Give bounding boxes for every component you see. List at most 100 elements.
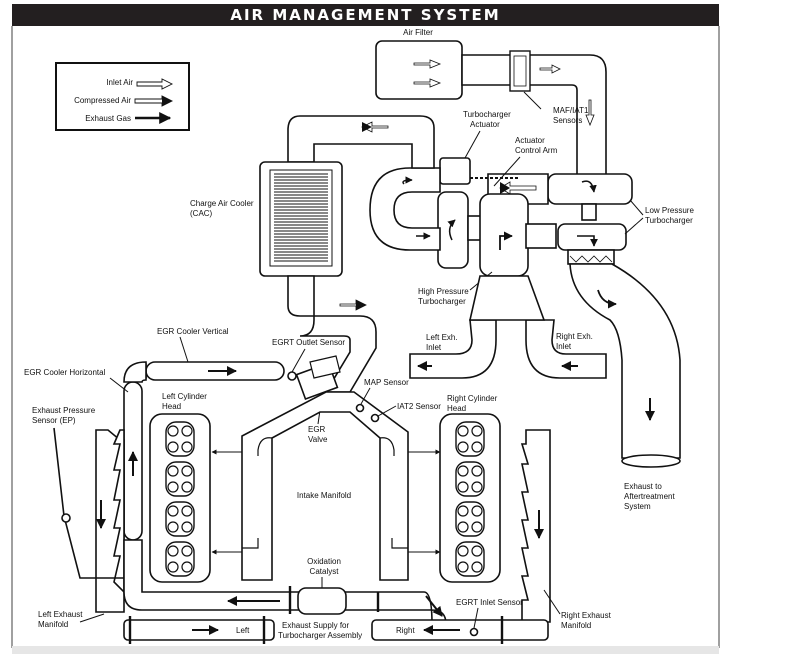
- right-cylinders: [455, 421, 485, 577]
- valve: [457, 441, 469, 453]
- left-head-label-2: Head: [162, 402, 181, 411]
- valve: [167, 561, 179, 573]
- right-head-label-2: Head: [447, 404, 466, 413]
- valve: [167, 465, 179, 477]
- turbo-actuator-label-2: Actuator: [470, 120, 500, 129]
- valve: [167, 521, 179, 533]
- right-cylinder-head: [439, 413, 501, 583]
- cac-fins: [274, 173, 328, 262]
- valve: [471, 505, 483, 517]
- oxcat-label-1: Oxidation: [307, 557, 341, 566]
- egr-valve-label-1: EGR: [308, 425, 326, 434]
- valve: [167, 481, 179, 493]
- compressed-to-cac-pipe: [287, 115, 435, 169]
- right-label: Right: [396, 626, 415, 635]
- iat2-sensor: [370, 413, 380, 423]
- exhaust-after-label-3: System: [624, 502, 651, 511]
- legend-box: Inlet Air Compressed Air Exhaust Gas: [55, 62, 190, 131]
- left-cylinder-head: [149, 413, 211, 583]
- hpt-label-1: High Pressure: [418, 287, 469, 296]
- valve: [471, 545, 483, 557]
- lpt-label-2: Turbocharger: [645, 216, 693, 225]
- left-exh-inlet-label-1: Left Exh.: [426, 333, 458, 342]
- oxcat-label-2: Catalyst: [310, 567, 340, 576]
- egr-feed-pipe: [123, 539, 447, 625]
- valve: [457, 505, 469, 517]
- hpt-label-2: Turbocharger: [418, 297, 466, 306]
- valve: [471, 441, 483, 453]
- left-head-label-1: Left Cylinder: [162, 392, 207, 401]
- exhaust-aftertreatment-pipe: [569, 263, 681, 459]
- bottom-strip: [12, 646, 719, 654]
- cac-label-1: Charge Air Cooler: [190, 199, 254, 208]
- intake-manifold: [241, 391, 409, 581]
- map-sensor-label: MAP Sensor: [364, 378, 409, 387]
- valve: [457, 425, 469, 437]
- right-head-label-1: Right Cylinder: [447, 394, 498, 403]
- pipe-clamps: [128, 586, 504, 644]
- iat2-sensor-label: IAT2 Sensor: [397, 402, 441, 411]
- high-pressure-turbocharger: [437, 191, 557, 277]
- right-exh-inlet-label-2: Inlet: [556, 342, 572, 351]
- valve: [181, 545, 193, 557]
- legend-inlet-air-arrow: [136, 78, 174, 90]
- ep-sensor: [61, 513, 71, 523]
- air-filter: [375, 40, 463, 100]
- map-sensor: [355, 403, 365, 413]
- right-exh-manifold-label-1: Right Exhaust: [561, 611, 612, 620]
- right-exh-manifold-label-2: Manifold: [561, 621, 591, 630]
- supply-label-1: Exhaust Supply for: [282, 621, 349, 630]
- intake-manifold-label: Intake Manifold: [297, 491, 351, 500]
- ep-label-2: Sensor (EP): [32, 416, 76, 425]
- valve: [181, 481, 193, 493]
- oxidation-catalyst: [297, 587, 347, 615]
- egrt-outlet-label: EGRT Outlet Sensor: [272, 338, 345, 347]
- valve: [167, 505, 179, 517]
- ep-sensor-tube: [53, 427, 132, 579]
- left-exh-manifold-label-1: Left Exhaust: [38, 610, 83, 619]
- legend-exhaust-gas-label: Exhaust Gas: [85, 114, 131, 123]
- egrt-inlet-label: EGRT Inlet Sensor: [456, 598, 523, 607]
- maf-label-1: MAF/IAT1: [553, 106, 589, 115]
- legend-inlet-air-label: Inlet Air: [106, 78, 133, 87]
- turbocharger-actuator: [439, 157, 471, 185]
- maf-iat1-sensor: [509, 50, 531, 92]
- valve: [471, 425, 483, 437]
- exhaust-after-label-2: Aftertreatment: [624, 492, 675, 501]
- valve: [181, 521, 193, 533]
- valve: [457, 481, 469, 493]
- valve: [457, 545, 469, 557]
- valve: [181, 561, 193, 573]
- turbo-actuator-label-1: Turbocharger: [463, 110, 511, 119]
- diagram-title: AIR MANAGEMENT SYSTEM: [12, 4, 719, 26]
- valve: [167, 425, 179, 437]
- supply-label-2: Turbocharger Assembly: [278, 631, 362, 640]
- left-exh-manifold-label-2: Manifold: [38, 620, 68, 629]
- arm-label-2: Control Arm: [515, 146, 558, 155]
- low-pressure-turbocharger: [547, 173, 633, 265]
- egrt-inlet-sensor: [469, 627, 479, 637]
- cac-label-2: (CAC): [190, 209, 213, 218]
- valve: [457, 561, 469, 573]
- air-filter-label: Air Filter: [403, 28, 433, 37]
- valve: [471, 465, 483, 477]
- valve: [181, 465, 193, 477]
- left-exh-inlet-label-2: Inlet: [426, 343, 442, 352]
- egr-vertical-label: EGR Cooler Vertical: [157, 327, 229, 336]
- valve: [471, 561, 483, 573]
- egr-horizontal-label: EGR Cooler Horizontal: [24, 368, 106, 377]
- ep-label-1: Exhaust Pressure: [32, 406, 96, 415]
- left-label: Left: [236, 626, 250, 635]
- valve: [181, 505, 193, 517]
- exhaust-after-label-1: Exhaust to: [624, 482, 662, 491]
- egr-valve: [287, 355, 341, 401]
- valve: [167, 545, 179, 557]
- turbine-inlet-housing: [468, 275, 546, 321]
- valve: [457, 465, 469, 477]
- right-exh-inlet-label-1: Right Exh.: [556, 332, 593, 341]
- valve: [181, 425, 193, 437]
- valve: [457, 521, 469, 533]
- lpt-label-1: Low Pressure: [645, 206, 694, 215]
- legend-compressed-air-label: Compressed Air: [74, 96, 131, 105]
